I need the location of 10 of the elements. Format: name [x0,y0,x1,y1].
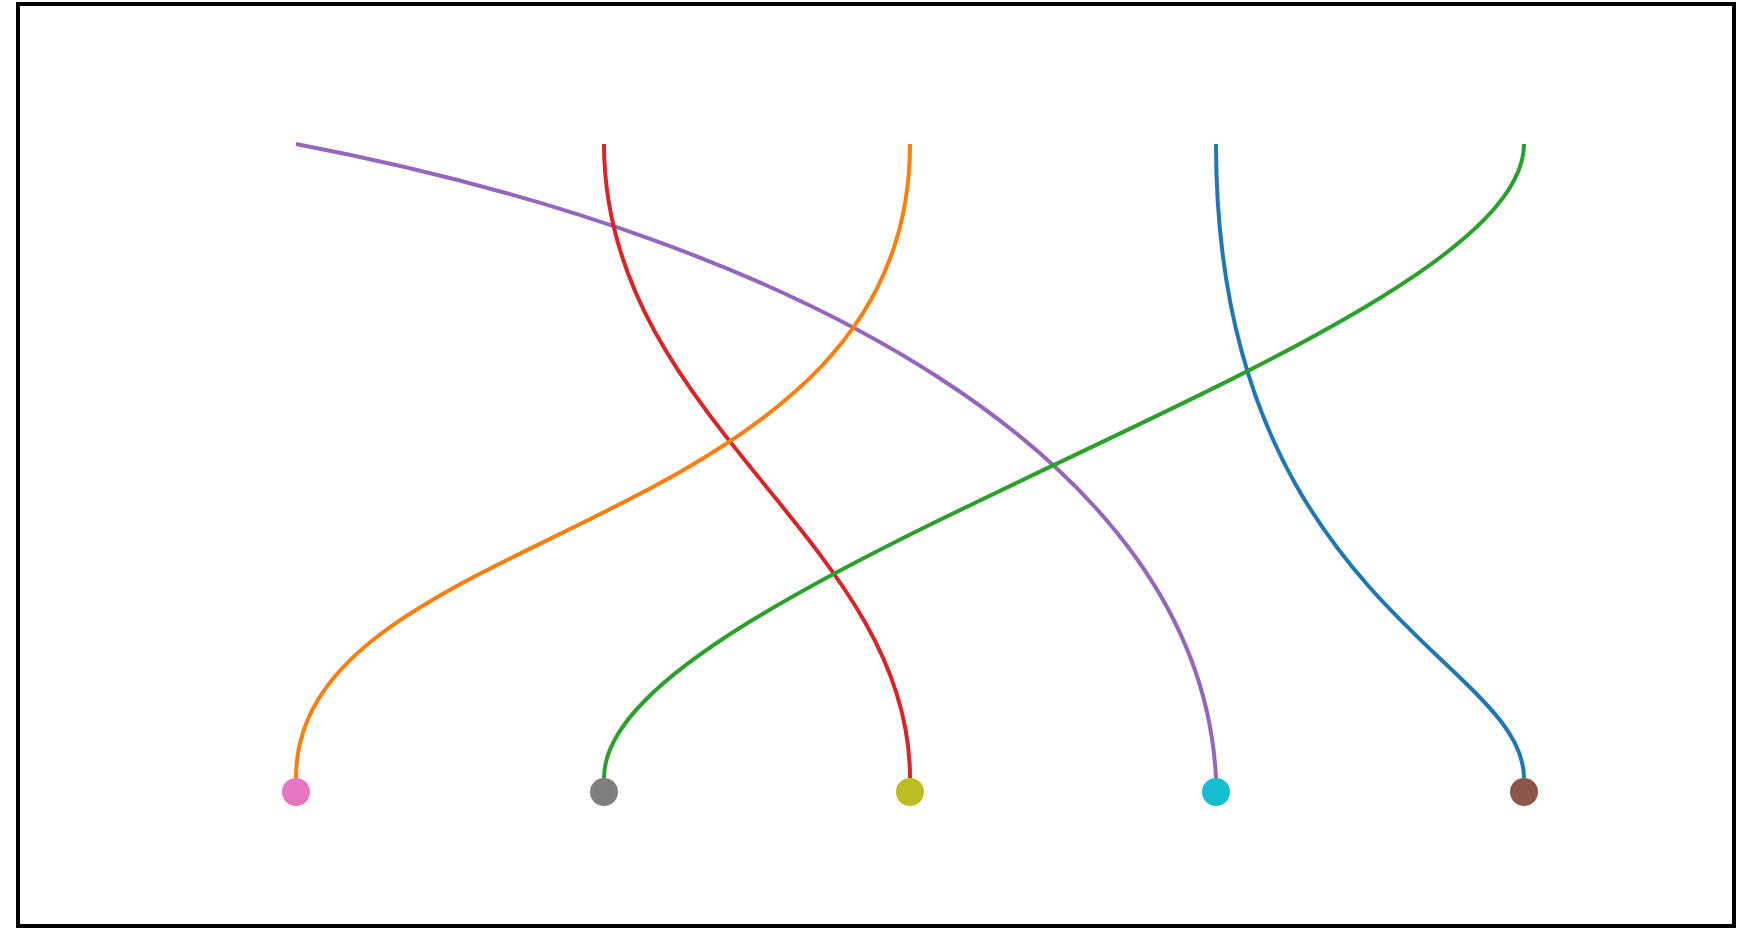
curved-line [294,143,912,779]
curved-line [295,142,1218,779]
curved-line [602,143,1526,779]
curved-line [1214,143,1526,779]
endpoint-dot [1202,778,1230,806]
endpoint-dot [590,778,618,806]
endpoint-dot [1510,778,1538,806]
endpoint-dot [282,778,310,806]
endpoint-dot [896,778,924,806]
curved-line [602,143,912,779]
